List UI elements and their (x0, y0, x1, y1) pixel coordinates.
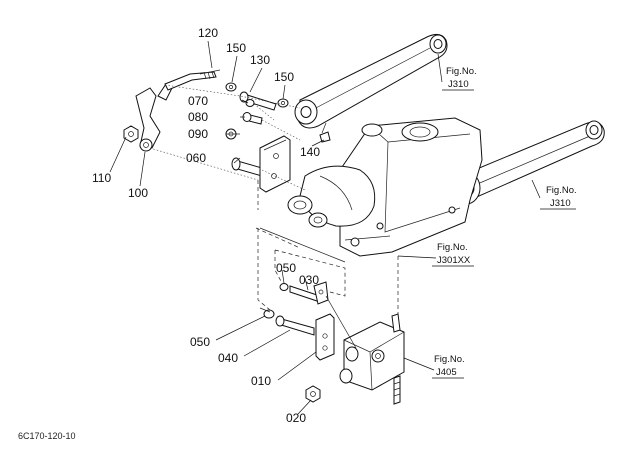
callout-050-lower: 050 (190, 335, 210, 349)
callout-090: 090 (188, 127, 208, 141)
fig-ref-number: J405 (436, 367, 457, 378)
fig-ref-number: J310 (448, 79, 469, 90)
callout-060: 060 (186, 151, 206, 165)
shaft-040 (275, 315, 315, 336)
fig-ref-j405: Fig.No. J405 (432, 354, 465, 379)
callout-040: 040 (218, 351, 238, 365)
assembly-line-k (325, 295, 357, 349)
fig-ref-j310-lower: Fig.No. J310 (540, 185, 577, 210)
callouts: 120 150 130 150 070 080 090 060 140 110 … (92, 26, 320, 425)
callout-110: 110 (92, 171, 111, 185)
fig-ref-number: J301XX (437, 255, 471, 266)
upper-lift-arm (294, 34, 448, 129)
plate-010 (315, 313, 335, 361)
nut-020 (305, 385, 321, 403)
oring-050-upper (279, 283, 289, 291)
washer-070 (245, 99, 255, 107)
callout-020: 020 (286, 411, 306, 425)
control-lever (135, 83, 173, 152)
assembly-line-e (259, 227, 346, 313)
callout-080: 080 (188, 110, 208, 124)
callout-130: 130 (250, 53, 270, 67)
callout-030: 030 (299, 273, 319, 287)
nut-110 (123, 125, 139, 143)
assembly-line-f (164, 84, 301, 109)
assembly-line-b (257, 228, 271, 311)
callout-050-upper: 050 (276, 261, 296, 275)
pin-140 (319, 122, 331, 143)
callout-140: 140 (300, 145, 320, 159)
assembly-line-h (261, 169, 306, 191)
fig-ref-label: Fig.No. (437, 242, 468, 253)
callout-010: 010 (251, 374, 271, 388)
callout-120: 120 (198, 26, 218, 40)
fig-ref-number: J310 (550, 198, 571, 209)
hydraulic-housing (287, 117, 483, 257)
callout-070: 070 (188, 94, 208, 108)
assembly-line-a (255, 180, 301, 249)
diagram-code: 6C170-120-10 (18, 431, 76, 441)
assembly-line-d (274, 250, 283, 284)
leader-lines (109, 40, 541, 415)
nut-150-right (277, 98, 289, 108)
callout-100: 100 (128, 186, 148, 200)
oring-050-lower (263, 309, 275, 319)
fig-ref-j310-upper: Fig.No. J310 (442, 66, 477, 91)
nut-150-left (225, 82, 237, 92)
assembly-line-c (274, 249, 346, 297)
fig-ref-label: Fig.No. (446, 66, 477, 77)
callout-150-left: 150 (226, 41, 246, 55)
control-valve (339, 313, 405, 405)
assembly-line-g (149, 147, 259, 181)
bolt-130 (239, 91, 277, 111)
shaft-030 (289, 281, 329, 305)
fig-ref-label: Fig.No. (434, 354, 465, 365)
fig-ref-j301xx: Fig.No. J301XX (432, 242, 474, 267)
callout-150-right: 150 (274, 70, 294, 84)
pin-080 (242, 112, 263, 125)
fig-ref-label: Fig.No. (546, 185, 577, 196)
rod-120 (164, 69, 221, 91)
assembly-line-i (253, 103, 301, 141)
plate-bracket (259, 135, 291, 193)
